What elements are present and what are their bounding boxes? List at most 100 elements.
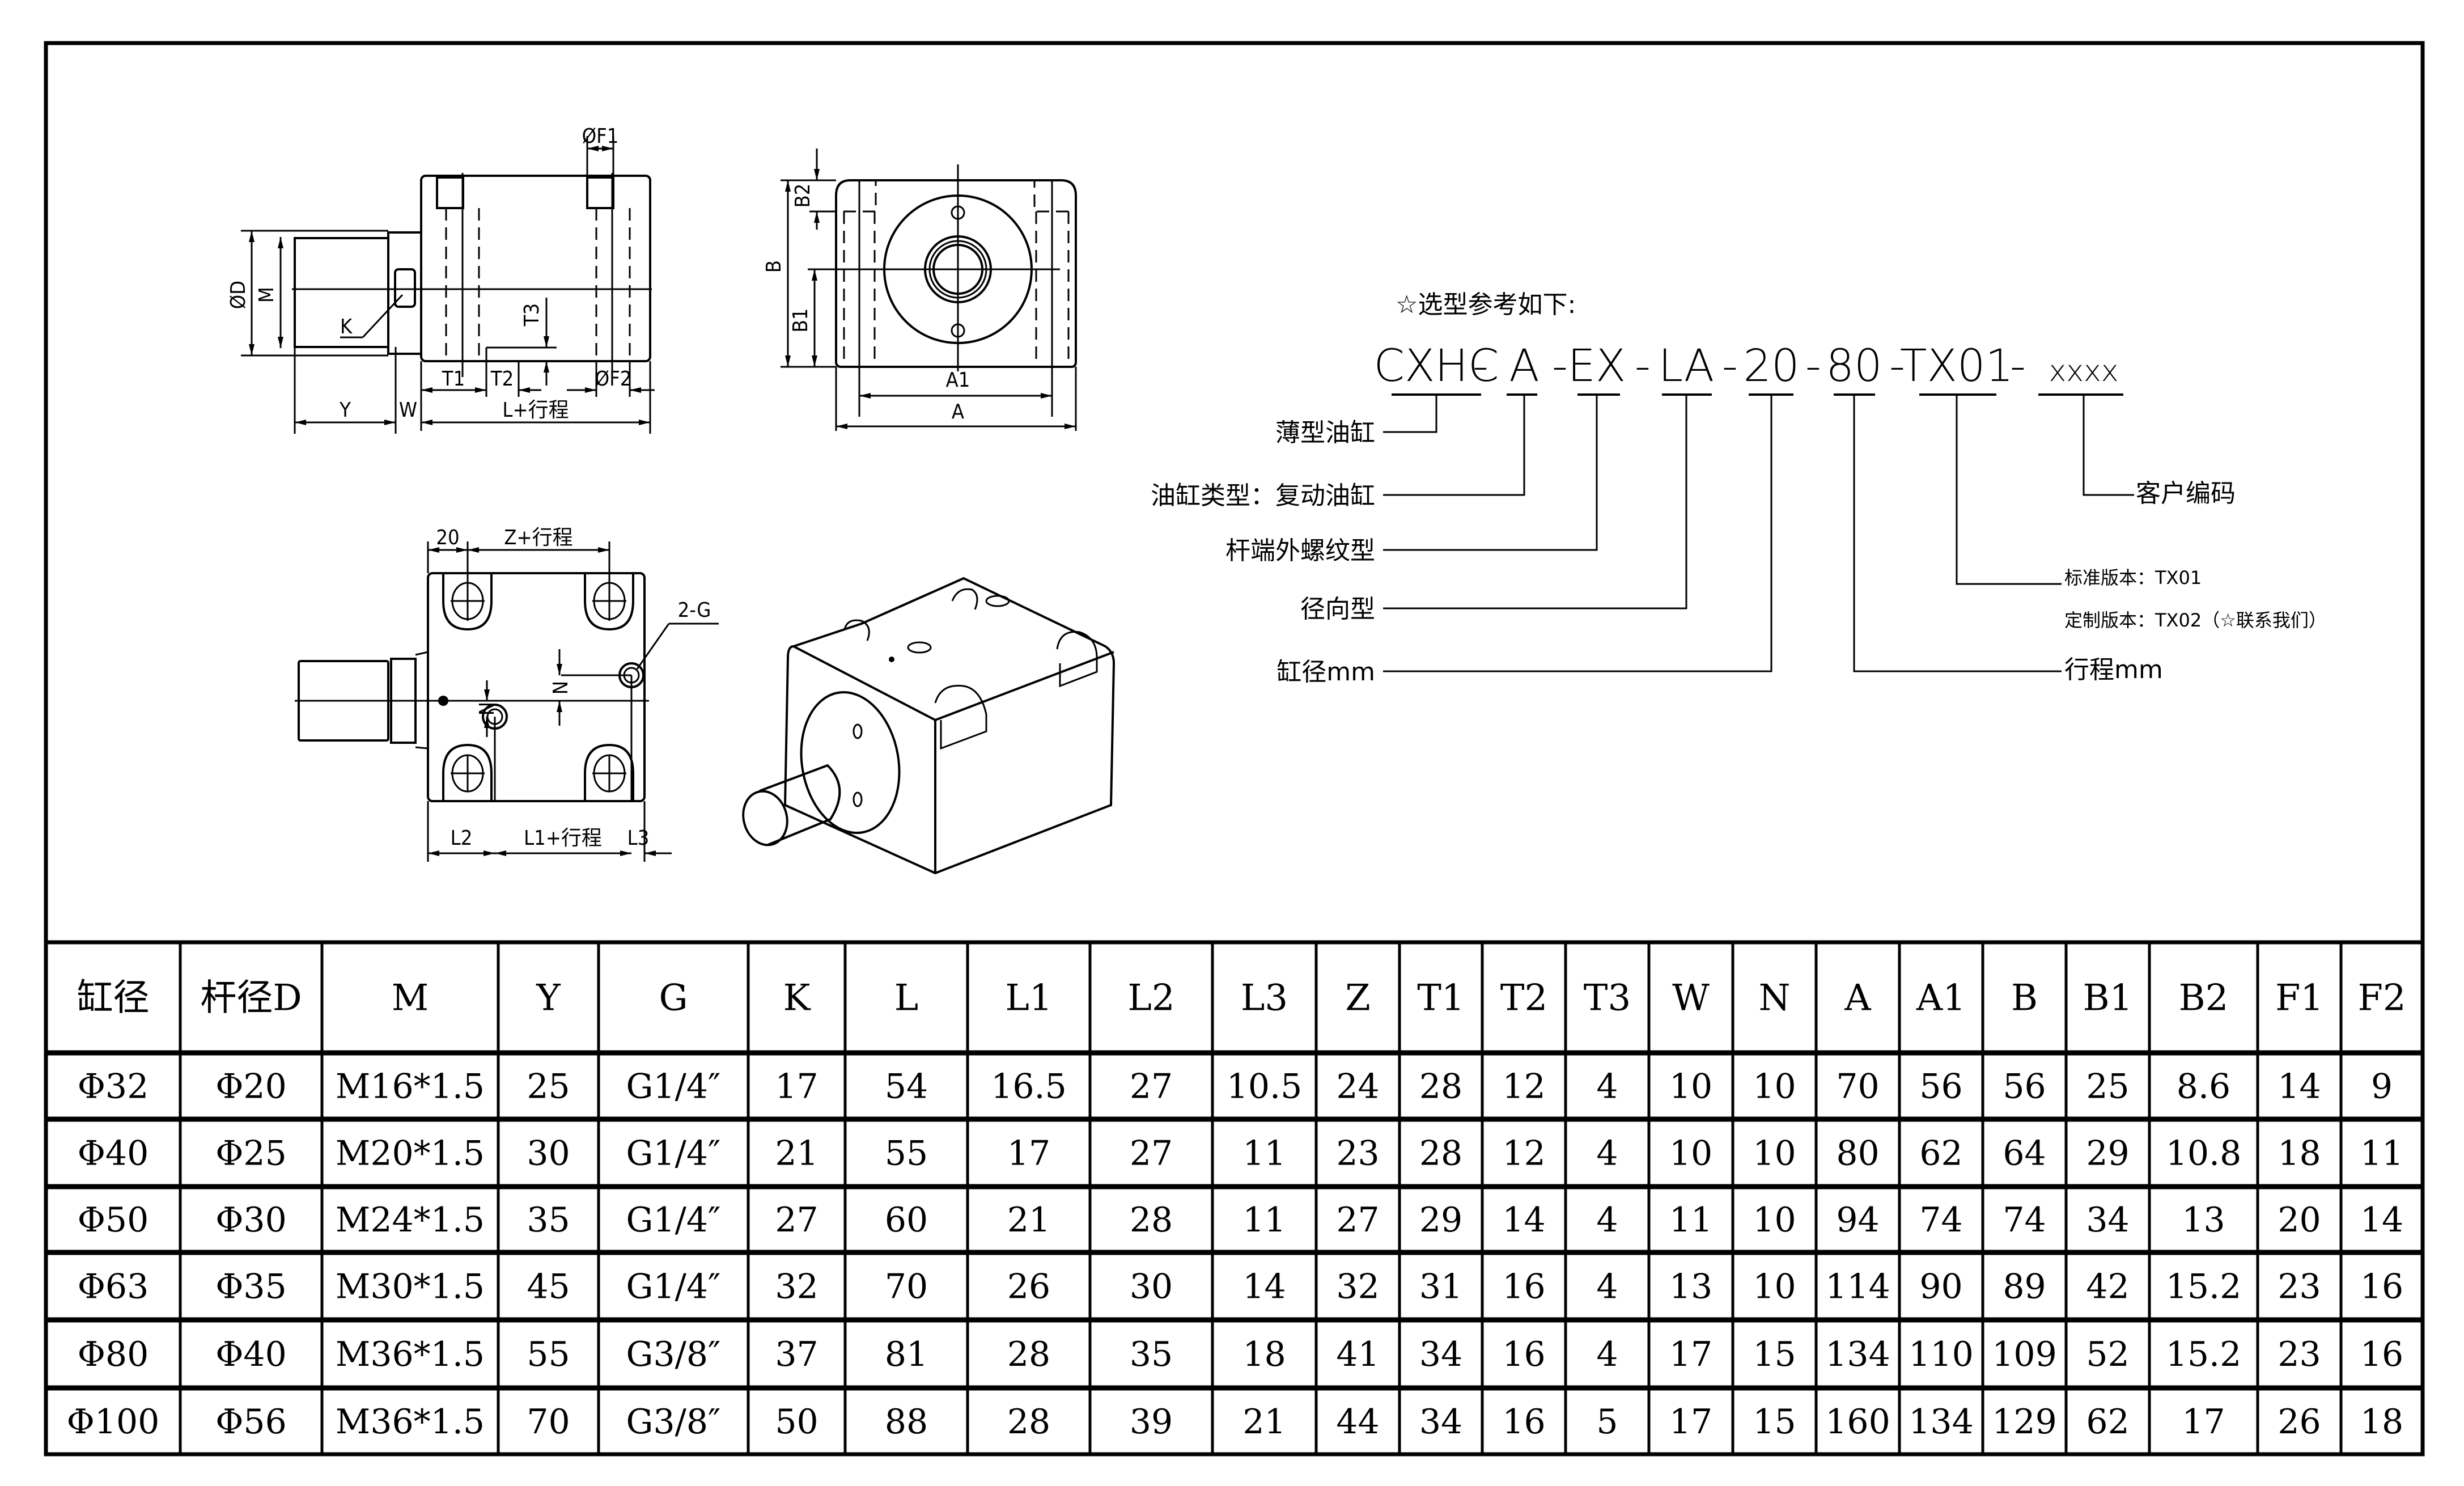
table-cell: 11	[1669, 1200, 1712, 1240]
code-separator: -	[1889, 341, 1905, 392]
table-cell: 39	[1130, 1402, 1173, 1442]
table-cell: 10	[1753, 1067, 1796, 1107]
table-cell: Φ30	[215, 1200, 287, 1240]
table-cell: 70	[527, 1402, 570, 1442]
table-cell: 11	[1242, 1134, 1286, 1174]
table-cell: 25	[2086, 1067, 2129, 1107]
leader-stroke	[1853, 395, 2062, 672]
table-cell: Φ50	[78, 1200, 149, 1240]
table-cell: 129	[1992, 1402, 2057, 1442]
cylinder-body-front	[835, 179, 1077, 368]
table-cell: 114	[1825, 1267, 1890, 1307]
table-cell: 27	[1336, 1200, 1379, 1240]
table-cell: 50	[775, 1402, 818, 1442]
table-cell: 52	[2086, 1335, 2129, 1374]
table-cell: 35	[1130, 1335, 1173, 1374]
table-header-cell: A1	[1916, 977, 1966, 1019]
table-cell: 88	[885, 1402, 928, 1442]
table-cell: 160	[1825, 1402, 1890, 1442]
table-header-cell: B2	[2179, 977, 2229, 1019]
table-cell: 23	[1336, 1134, 1379, 1174]
table-cell: G1/4″	[626, 1134, 721, 1174]
table-cell: Φ25	[215, 1134, 287, 1174]
table-cell: 4	[1596, 1335, 1618, 1374]
dim-phi-f1: ØF1	[582, 125, 619, 148]
dim-l1-stroke: L1+行程	[524, 827, 602, 850]
table-cell: 9	[2371, 1067, 2393, 1107]
table-cell: Φ56	[215, 1402, 287, 1442]
table-cell: 70	[885, 1267, 928, 1307]
cylinder-body-bottom	[427, 572, 646, 802]
table-cell: 17	[1669, 1335, 1712, 1374]
table-cell: 16	[1502, 1402, 1545, 1442]
table-cell: 15.2	[2166, 1335, 2242, 1374]
table-header-cell: T1	[1417, 977, 1464, 1019]
table-cell: 28	[1130, 1200, 1173, 1240]
table-cell: Φ32	[78, 1067, 149, 1107]
table-cell: 55	[885, 1134, 928, 1174]
table-cell: 21	[1007, 1200, 1050, 1240]
table-cell: 62	[1919, 1134, 1962, 1174]
code-separator: -	[2010, 341, 2026, 392]
table-cell: 21	[775, 1134, 818, 1174]
table-cell: 44	[1336, 1402, 1379, 1442]
table-header-cell: F2	[2357, 977, 2406, 1019]
table-cell: 32	[1336, 1267, 1379, 1307]
code-separator: -	[1805, 341, 1821, 392]
table-cell: 13	[1669, 1267, 1712, 1307]
table-header-cell: 缸径	[77, 977, 150, 1019]
table-cell: 23	[2278, 1335, 2321, 1374]
table-cell: 17	[775, 1067, 818, 1107]
leader-version	[1956, 395, 2062, 585]
dim-n-lower: N	[474, 702, 497, 716]
dim-b: B	[762, 260, 786, 273]
table-header-cell: T2	[1500, 977, 1547, 1019]
table-cell: 54	[885, 1067, 928, 1107]
table-cell: 37	[775, 1335, 818, 1374]
table-cell: 29	[2086, 1134, 2129, 1174]
table-cell: 4	[1596, 1267, 1618, 1307]
mount-slot-tl	[442, 541, 493, 631]
table-header-cell: Y	[536, 977, 561, 1019]
table-cell: 28	[1419, 1134, 1462, 1174]
bleed-port	[438, 696, 448, 706]
leader-cylinder-type	[1383, 395, 1525, 496]
table-header-cell: N	[1759, 977, 1791, 1019]
table-cell: 34	[1419, 1335, 1462, 1374]
table-cell: G1/4″	[626, 1200, 721, 1240]
table-cell: 80	[1836, 1134, 1879, 1174]
table-cell: 15	[1753, 1402, 1796, 1442]
isometric-view	[742, 577, 1116, 875]
table-cell: 17	[1669, 1402, 1712, 1442]
mount-slot-bl	[442, 743, 493, 800]
table-cell: 10	[1669, 1134, 1712, 1174]
dim-m: M	[255, 287, 278, 303]
table-cell: 18	[1242, 1335, 1286, 1374]
table-cell: 134	[1909, 1402, 1974, 1442]
label-thin-cylinder: 薄型油缸	[1275, 418, 1375, 447]
table-cell: 26	[2278, 1402, 2321, 1442]
table-cell: 10.8	[2166, 1134, 2242, 1174]
table-cell: 8.6	[2177, 1067, 2230, 1107]
table-cell: 4	[1596, 1067, 1618, 1107]
counterbore-left	[436, 176, 464, 209]
table-cell: 14	[1242, 1267, 1286, 1307]
table-cell: 10	[1753, 1200, 1796, 1240]
code-segment-port: LA	[1659, 341, 1715, 392]
table-cell: 12	[1502, 1134, 1545, 1174]
dim-n-upper: N	[548, 681, 571, 695]
label-customer-code: 客户编码	[2136, 479, 2236, 508]
table-cell: 81	[885, 1335, 928, 1374]
table-cell: 109	[1992, 1335, 2057, 1374]
code-separator: -	[1473, 341, 1488, 392]
table-header-cell: L	[894, 977, 919, 1019]
table-cell: 5	[1596, 1402, 1618, 1442]
table-cell: 4	[1596, 1134, 1618, 1174]
table-cell: 10.5	[1227, 1067, 1303, 1107]
table-cell: 74	[1919, 1200, 1962, 1240]
table-cell: 14	[2278, 1067, 2321, 1107]
table-cell: 35	[527, 1200, 570, 1240]
